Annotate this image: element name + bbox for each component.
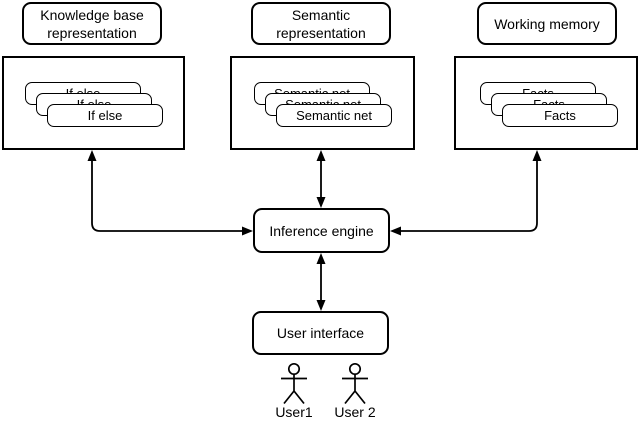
card-if-else-front: If else bbox=[47, 104, 163, 127]
user-interface-node: User interface bbox=[252, 311, 389, 355]
user2-actor-icon bbox=[342, 362, 368, 405]
user1-label: User1 bbox=[275, 404, 313, 420]
title-working-memory-label: Working memory bbox=[494, 15, 600, 32]
container-working-memory: Facts Facts Facts bbox=[454, 56, 638, 150]
title-semantic-representation: Semantic representation bbox=[251, 2, 391, 45]
arrow-inference-user-interface bbox=[316, 253, 326, 311]
title-working-memory: Working memory bbox=[477, 2, 617, 45]
title-knowledge-base-representation: Knowledge base representation bbox=[22, 2, 162, 45]
inference-engine-label: Inference engine bbox=[269, 222, 374, 239]
title-knowledge-base-label: Knowledge base representation bbox=[40, 6, 144, 41]
card-facts-front-label: Facts bbox=[544, 108, 576, 123]
card-semantic-net-front: Semantic net bbox=[276, 104, 392, 127]
arrow-knowledge-base-inference bbox=[87, 150, 253, 236]
card-semantic-net-front-label: Semantic net bbox=[296, 108, 372, 123]
arrow-working-memory-inference bbox=[390, 150, 542, 236]
container-semantic: Semantic net Semantic net Semantic net bbox=[230, 56, 415, 150]
container-knowledge-base: If else If else If else bbox=[2, 56, 185, 150]
user1-actor-icon bbox=[281, 362, 307, 405]
arrow-semantic-inference bbox=[316, 150, 326, 208]
inference-engine-node: Inference engine bbox=[253, 208, 390, 253]
user-interface-label: User interface bbox=[276, 325, 365, 341]
card-if-else-front-label: If else bbox=[87, 108, 123, 123]
card-facts-front: Facts bbox=[502, 104, 618, 127]
user2-label: User 2 bbox=[334, 404, 376, 420]
title-semantic-label: Semantic representation bbox=[276, 6, 366, 41]
